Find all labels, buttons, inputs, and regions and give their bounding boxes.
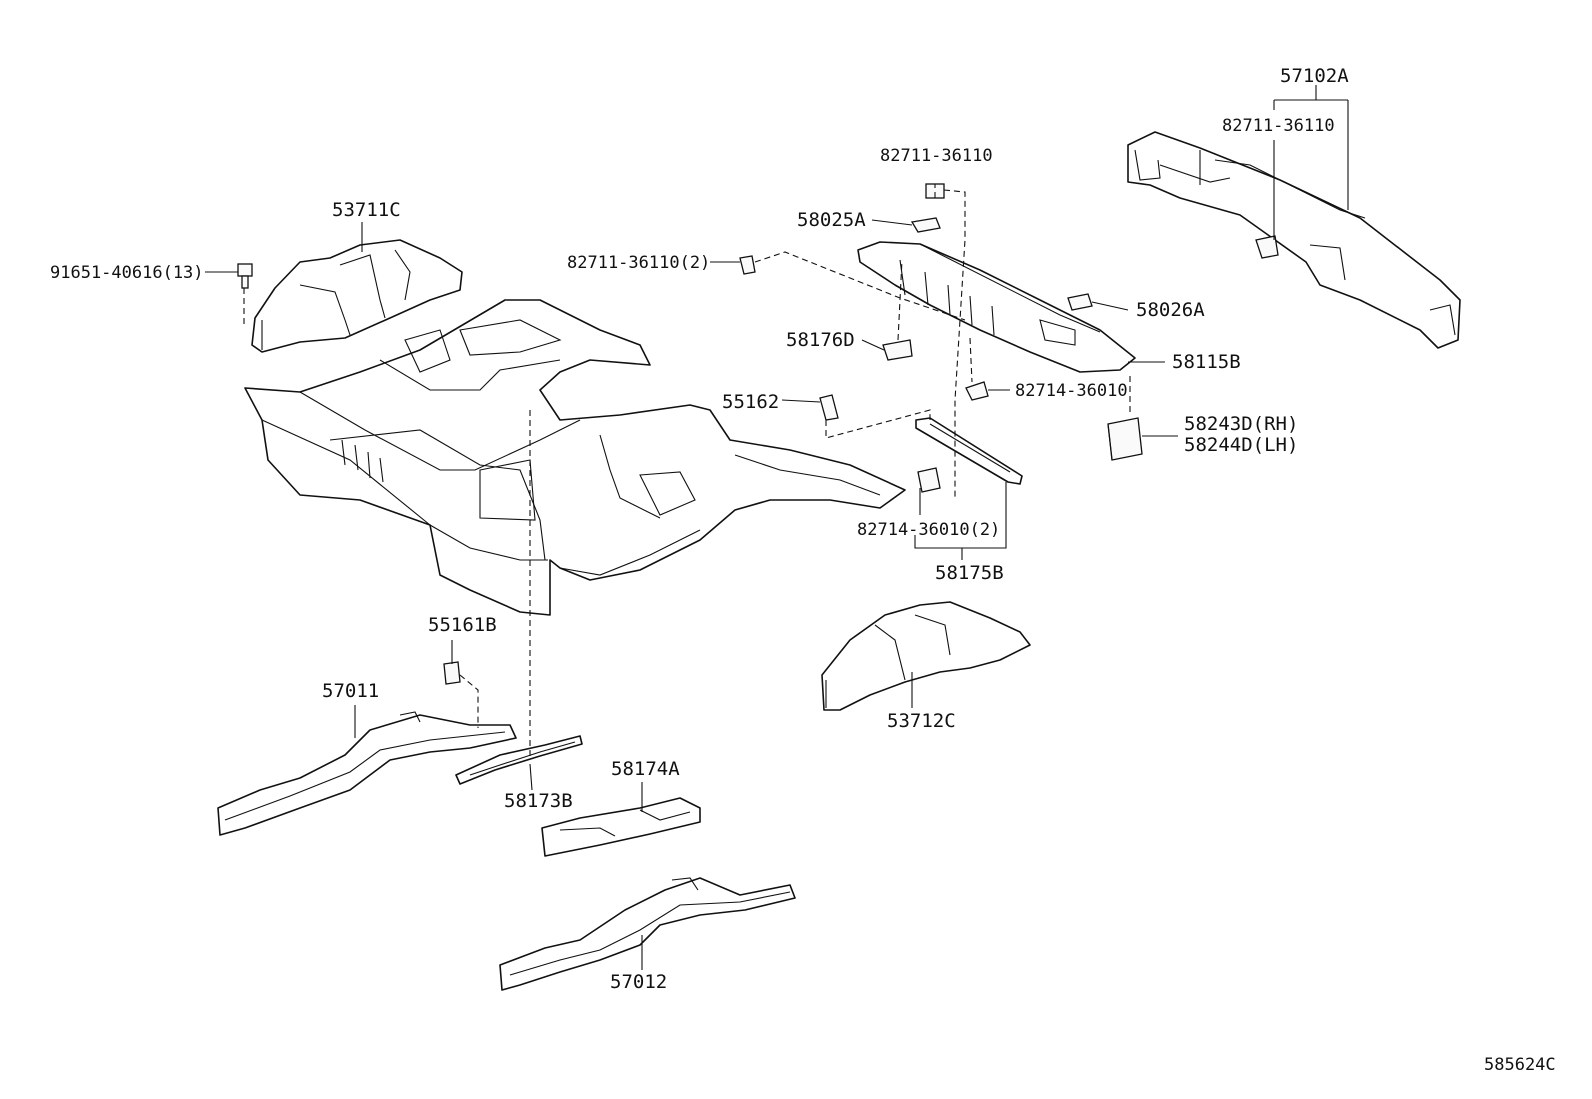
leader-lines [205, 85, 1349, 970]
label-58026A: 58026A [1136, 299, 1205, 321]
bracket-58025A[interactable] [910, 217, 941, 233]
label-58173B: 58173B [504, 790, 573, 812]
label-82711-36110-right: 82711-36110 [1222, 116, 1335, 136]
label-58115B: 58115B [1172, 351, 1241, 373]
floor-pan[interactable] [244, 299, 906, 616]
label-58174A: 58174A [611, 758, 680, 780]
label-53712C: 53712C [887, 710, 956, 732]
label-91651-40616: 91651-40616(13) [50, 263, 204, 283]
label-82714-36010: 82714-36010 [1015, 381, 1128, 401]
label-53711C: 53711C [332, 199, 401, 221]
diagram-id: 585624C [1484, 1055, 1556, 1075]
bracket-55162[interactable] [819, 394, 839, 421]
callout-labels: 57102A 82711-36110 82711-36110 53711C 58… [50, 65, 1556, 1075]
clip-82711-2[interactable] [739, 255, 756, 275]
bracket-58026A[interactable] [1067, 293, 1093, 311]
side-rail-57011[interactable] [217, 711, 517, 836]
bracket-55161B[interactable] [443, 661, 461, 685]
label-58176D: 58176D [786, 329, 855, 351]
cross-member-58115B[interactable] [857, 241, 1136, 373]
label-58175B: 58175B [935, 562, 1004, 584]
clip-82711-right[interactable] [1255, 235, 1279, 259]
label-58025A: 58025A [797, 209, 866, 231]
label-55161B: 55161B [428, 614, 497, 636]
wheelhouse-53712C[interactable] [821, 601, 1031, 711]
label-58243D: 58243D(RH) [1184, 413, 1298, 435]
label-58244D: 58244D(LH) [1184, 434, 1298, 456]
label-82711-36110-2: 82711-36110(2) [567, 253, 710, 273]
plate-58243D-58244D[interactable] [1107, 417, 1143, 461]
label-82711-36110-top: 82711-36110 [880, 146, 993, 166]
clip-82714-2[interactable] [917, 467, 941, 493]
label-57011: 57011 [322, 680, 379, 702]
side-rail-57012[interactable] [499, 877, 796, 991]
label-55162: 55162 [722, 391, 779, 413]
label-57012: 57012 [610, 971, 667, 993]
bar-58173B[interactable] [455, 735, 583, 785]
bracket-58176D[interactable] [882, 339, 913, 361]
label-57102A: 57102A [1280, 65, 1349, 87]
cross-member-57102A[interactable] [1127, 131, 1461, 349]
label-82714-36010-2: 82714-36010(2) [857, 520, 1000, 540]
wheelhouse-53711C[interactable] [251, 239, 463, 353]
bracket-58174A[interactable] [541, 797, 701, 857]
bolt-91651[interactable] [237, 263, 253, 289]
clip-82714-single[interactable] [965, 381, 989, 401]
